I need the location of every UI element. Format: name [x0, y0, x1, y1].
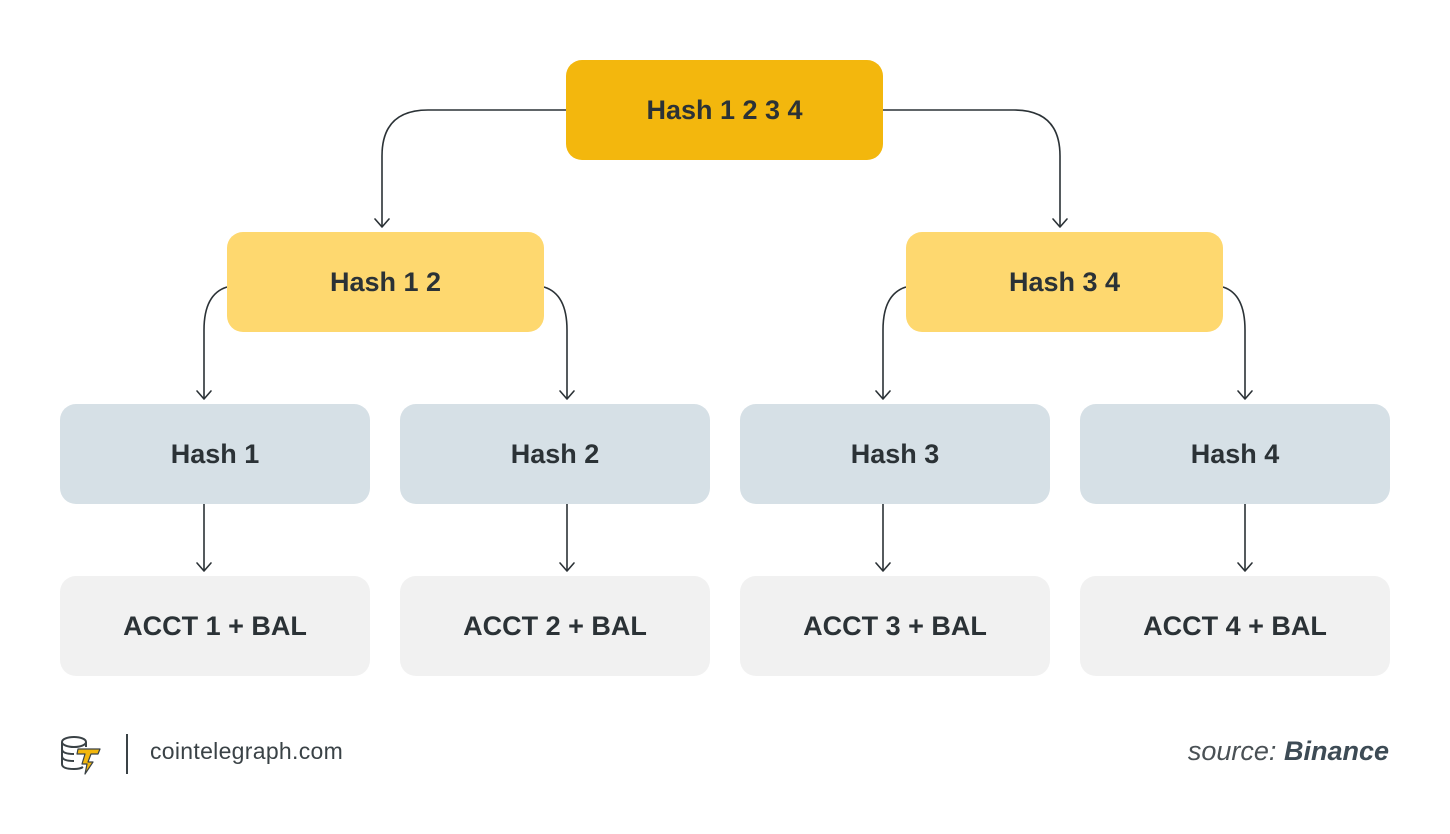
node-hash-12: Hash 1 2 — [227, 232, 544, 332]
edge-root-to-hash-34 — [883, 109, 1061, 226]
node-account-3: ACCT 3 + BAL — [740, 576, 1050, 676]
source-name: Binance — [1283, 736, 1389, 766]
node-hash-1: Hash 1 — [60, 404, 370, 504]
edge-hash-12-to-hash-1 — [203, 286, 228, 398]
arrow-root-to-hash-12 — [374, 218, 390, 228]
source-prefix: source: — [1187, 736, 1277, 766]
cointelegraph-logo-icon — [61, 736, 101, 775]
arrow-hash-12-to-hash-2 — [559, 390, 575, 400]
arrow-hash-34-to-hash-4 — [1237, 390, 1253, 400]
node-hash-34: Hash 3 4 — [906, 232, 1223, 332]
edge-hash-34-to-hash-3 — [882, 286, 907, 398]
arrow-hash-3-to-acct-3 — [875, 562, 891, 572]
arrow-root-to-hash-34 — [1052, 218, 1068, 228]
node-account-1: ACCT 1 + BAL — [60, 576, 370, 676]
footer-divider — [126, 734, 128, 774]
node-account-4: ACCT 4 + BAL — [1080, 576, 1390, 676]
arrow-hash-2-to-acct-2 — [559, 562, 575, 572]
edge-hash-34-to-hash-4 — [1222, 286, 1246, 398]
footer-source: source: Binance — [1188, 736, 1389, 767]
node-root-hash: Hash 1 2 3 4 — [566, 60, 883, 160]
arrow-hash-4-to-acct-4 — [1237, 562, 1253, 572]
edge-hash-12-to-hash-2 — [543, 286, 568, 398]
node-account-2: ACCT 2 + BAL — [400, 576, 710, 676]
arrow-hash-34-to-hash-3 — [875, 390, 891, 400]
node-hash-2: Hash 2 — [400, 404, 710, 504]
node-hash-4: Hash 4 — [1080, 404, 1390, 504]
footer-site-link[interactable]: cointelegraph.com — [150, 738, 344, 764]
arrow-hash-1-to-acct-1 — [196, 562, 212, 572]
node-hash-3: Hash 3 — [740, 404, 1050, 504]
edge-root-to-hash-12 — [381, 109, 566, 226]
arrow-hash-12-to-hash-1 — [196, 390, 212, 400]
